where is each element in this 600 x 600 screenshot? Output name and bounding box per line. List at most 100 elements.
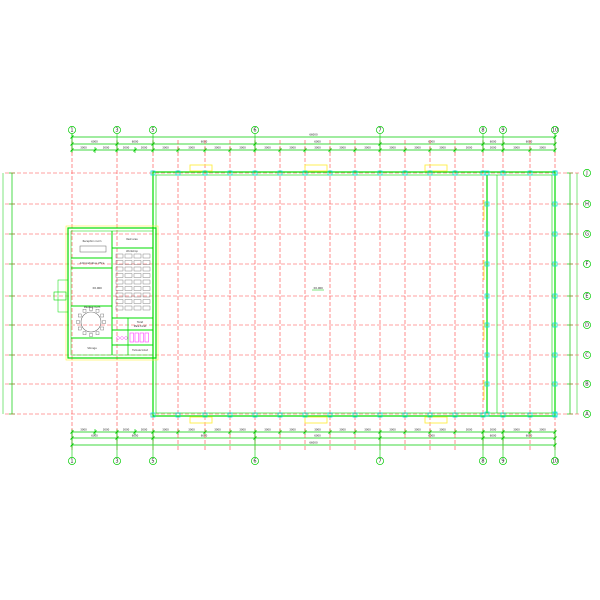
workshop-bench <box>142 266 151 272</box>
dimension-label: 3000 <box>364 428 371 432</box>
workshop-bench <box>133 292 142 298</box>
toilet-stall <box>139 332 144 343</box>
office-level-marker: ±0.000 <box>92 286 102 290</box>
exterior-wall-inner <box>155 174 553 414</box>
workshop-bench <box>142 253 151 259</box>
dimension-label: 6000 <box>201 434 208 438</box>
axis-bubble-bottom-6-circle <box>251 457 259 465</box>
room-label-reception: Reception room <box>83 240 103 243</box>
workshop-bench <box>124 273 133 278</box>
room-label-female: Female toilet <box>132 349 148 352</box>
axis-bubble-right-C: C <box>585 352 589 358</box>
dimension-label: 3000 <box>141 146 148 150</box>
column <box>377 412 383 418</box>
workshop-bench <box>115 279 124 285</box>
workshop-bench <box>133 279 142 285</box>
axis-bubble-top-10: 10 <box>552 127 558 133</box>
column <box>552 322 558 328</box>
axis-bubble-bottom-9: 9 <box>501 458 504 464</box>
meeting-chair <box>100 326 104 331</box>
axis-bubble-right-D-circle <box>583 321 591 329</box>
workshop-bench <box>142 286 151 291</box>
dimension-label: 6000 <box>490 434 497 438</box>
column <box>527 170 533 176</box>
room-label-office: Administrative office <box>80 262 105 265</box>
workshop-bench <box>133 266 142 272</box>
workshop-bench <box>124 305 133 311</box>
axis-bubble-right-F: F <box>586 261 589 267</box>
workshop-bench <box>133 299 142 304</box>
axis-bubble-right-F-circle <box>583 260 591 268</box>
dimension-label: 3000 <box>123 428 130 432</box>
column <box>452 412 458 418</box>
workshop-bench <box>142 273 151 278</box>
column <box>500 412 506 418</box>
dimension-label: 6000 <box>490 140 497 144</box>
dimension-label: 3000 <box>123 146 130 150</box>
workshop-bench <box>124 260 133 265</box>
toilet-stall <box>144 332 149 343</box>
dimension-label: 3000 <box>289 146 296 150</box>
column <box>252 170 258 176</box>
room-label-male: Male toilet <box>134 325 147 328</box>
dimension-label: 6000 <box>132 140 139 144</box>
dimension-slash <box>93 148 97 152</box>
workshop-bench <box>124 299 133 304</box>
axis-bubble-bottom-5-circle <box>149 457 157 465</box>
axis-bubble-top-10-circle <box>551 126 559 134</box>
column <box>427 170 433 176</box>
dimension-label: 3000 <box>264 146 271 150</box>
meeting-chair <box>95 309 100 313</box>
column <box>552 170 558 176</box>
axis-bubble-top-5: 5 <box>151 127 154 133</box>
axis-bubble-top-9: 9 <box>501 127 504 133</box>
workshop-bench <box>115 299 124 304</box>
column <box>552 261 558 267</box>
axis-bubble-top-3-circle <box>113 126 121 134</box>
dimension-label: 3000 <box>339 428 346 432</box>
dimension-label: 3000 <box>539 146 546 150</box>
dimension-label: 3000 <box>239 146 246 150</box>
column <box>527 412 533 418</box>
dimension-label: 3000 <box>264 428 271 432</box>
axis-bubble-bottom-9-circle <box>499 457 507 465</box>
axis-bubble-right-J-circle <box>583 169 591 177</box>
dimension-label: 3000 <box>239 428 246 432</box>
dimension-label: 3000 <box>466 428 473 432</box>
dimension-label: 3000 <box>289 428 296 432</box>
dimension-label: 3000 <box>314 428 321 432</box>
axis-bubble-bottom-10-circle <box>551 457 559 465</box>
dimension-label: 3000 <box>339 146 346 150</box>
dimension-label: 6000 <box>526 140 533 144</box>
dimension-label: 3000 <box>141 428 148 432</box>
axis-bubble-bottom-8: 8 <box>481 458 484 464</box>
dimension-label: 3000 <box>162 146 169 150</box>
axis-bubble-top-7-circle <box>376 126 384 134</box>
workshop-bench <box>124 266 133 272</box>
workshop-bench <box>133 253 142 259</box>
axis-bubble-top-1-circle <box>68 126 76 134</box>
axis-bubble-right-A: A <box>585 411 589 417</box>
axis-bubble-top-8: 8 <box>481 127 484 133</box>
axis-bubble-top-6-circle <box>251 126 259 134</box>
workshop-bench <box>142 279 151 285</box>
column <box>484 170 490 176</box>
axis-bubble-top-6: 6 <box>253 127 256 133</box>
column <box>277 170 283 176</box>
column <box>175 170 181 176</box>
dimension-label: 6000 <box>201 140 208 144</box>
axis-bubble-right-B-circle <box>583 380 591 388</box>
dimension-label: 3000 <box>214 428 221 432</box>
axis-bubble-bottom-8-circle <box>479 457 487 465</box>
axis-bubble-bottom-5: 5 <box>151 458 154 464</box>
wash-basin <box>124 336 128 340</box>
window-top <box>304 164 328 172</box>
axis-bubble-top-7: 7 <box>378 127 381 133</box>
dimension-label: 3000 <box>103 428 110 432</box>
dimension-label: 3000 <box>414 428 421 432</box>
axis-bubble-top-5-circle <box>149 126 157 134</box>
workshop-bench <box>115 260 124 265</box>
column <box>484 231 490 237</box>
